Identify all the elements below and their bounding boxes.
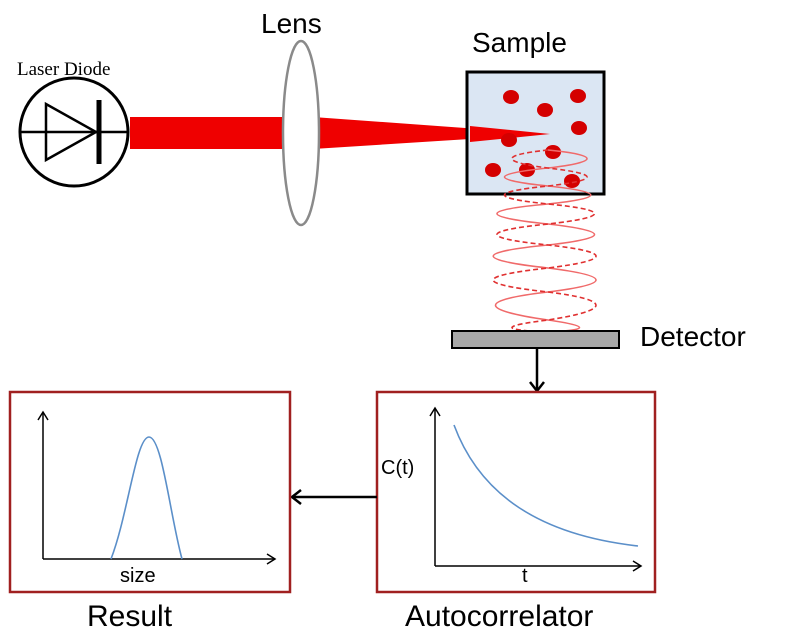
focused-beam [313,117,548,149]
laser-diode-symbol [18,76,130,188]
result-xlabel: size [120,565,156,587]
arrow-detector-to-autocorrelator [529,348,545,394]
lens-label: Lens [261,8,322,39]
laser-diode-label: Laser Diode [17,59,111,80]
arrow-autocorrelator-to-result [289,489,377,505]
sample-label: Sample [472,27,567,58]
result-box [8,390,292,594]
sample-cuvette [465,70,606,196]
autocorrelator-axes [429,406,643,572]
autocorrelator-label: Autocorrelator [405,600,594,633]
scattered-light-waves [492,149,597,333]
autocorrelation-decay-curve [453,424,639,547]
result-label: Result [87,600,173,633]
autocorr-ylabel: C(t) [381,457,415,479]
sample-particles [485,89,587,188]
autocorr-xlabel: t [522,565,528,587]
lens-shape [281,39,321,227]
laser-beam [130,117,293,149]
detector-bar [451,330,620,349]
result-axes [37,410,277,565]
autocorrelator-box [375,390,657,594]
detector-label: Detector [640,321,746,352]
size-distribution-peak [110,436,183,560]
